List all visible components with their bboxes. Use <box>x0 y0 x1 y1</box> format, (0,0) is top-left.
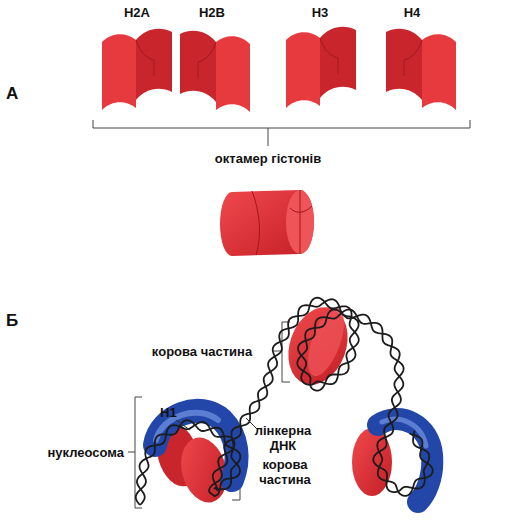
panel-letter: Б <box>6 311 30 330</box>
dna-strand <box>136 299 430 505</box>
part-label: корова частина <box>252 457 318 487</box>
histone-panel <box>422 34 456 110</box>
octamer-cylinder <box>220 190 314 256</box>
histone-h4 <box>386 29 456 110</box>
histone-name: H4 <box>382 5 442 20</box>
histone-name: H2B <box>182 5 242 20</box>
histone-panel <box>216 36 250 112</box>
panel-letter: А <box>6 84 30 103</box>
histone-name: H3 <box>290 5 350 20</box>
dna-guide <box>140 302 428 505</box>
octamer-line <box>252 190 312 255</box>
part-label: октамер гістонів <box>168 151 368 166</box>
part-label: корова частина <box>132 344 272 359</box>
dna-helix <box>136 298 433 505</box>
histone-panel <box>320 27 356 98</box>
part-label: нуклеосома <box>14 445 124 460</box>
histone-panel <box>180 31 216 102</box>
histone-panel <box>102 34 136 110</box>
histone-fold <box>136 40 154 76</box>
histone-fold <box>320 38 338 74</box>
histone-h3 <box>286 27 356 108</box>
histone-fold <box>198 42 216 78</box>
h1-highlight <box>382 419 426 446</box>
bracket <box>93 120 470 146</box>
leader-line <box>176 420 190 430</box>
histone-h2a <box>102 29 172 110</box>
histone-name: H2A <box>107 5 167 20</box>
histone-fold <box>404 40 422 76</box>
histone-name: H1 <box>160 405 190 420</box>
core-particle <box>278 299 358 393</box>
histone-panel <box>386 29 422 100</box>
histone-h2b <box>180 31 250 112</box>
histone-panel <box>136 29 172 100</box>
histone-panel <box>286 32 320 108</box>
part-label: лінкерна ДНК <box>246 423 320 453</box>
